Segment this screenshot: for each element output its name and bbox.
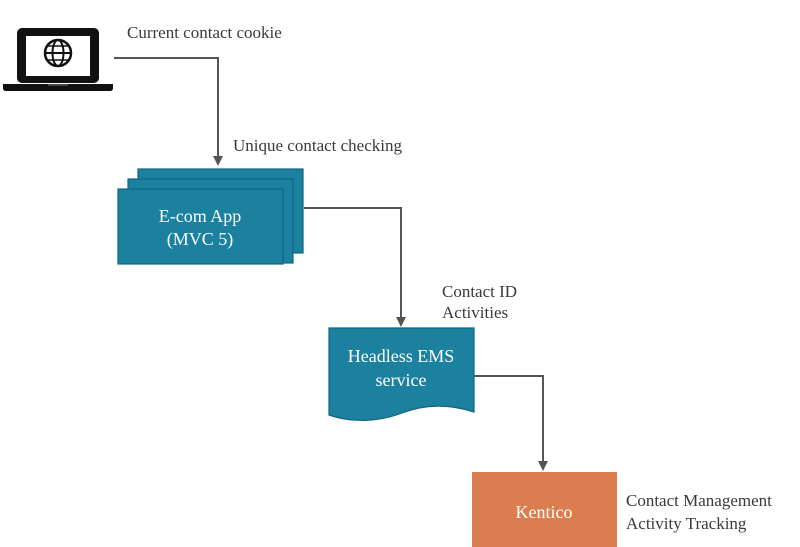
laptop-globe-icon <box>3 28 113 91</box>
ecom-app-node: E-com App (MVC 5) <box>117 168 304 265</box>
headless-ems-title: Headless EMS <box>348 346 455 366</box>
connector-ecom-to-ems <box>304 207 406 327</box>
ecom-app-title: E-com App <box>159 206 242 226</box>
headless-ems-node: Headless EMS service <box>328 327 475 422</box>
connector-laptop-to-ecom <box>114 57 223 166</box>
ecom-app-subtitle: (MVC 5) <box>167 229 234 250</box>
label-current-contact-cookie: Current contact cookie <box>127 23 282 42</box>
label-contact-management: Contact Management <box>626 491 772 510</box>
connector-ems-to-kentico <box>474 375 548 471</box>
label-activities: Activities <box>442 303 508 322</box>
globe-icon <box>43 38 73 68</box>
kentico-node: Kentico <box>472 472 617 547</box>
kentico-label: Kentico <box>516 502 573 522</box>
headless-ems-subtitle: service <box>376 370 427 390</box>
label-unique-contact-checking: Unique contact checking <box>233 136 402 155</box>
label-contact-id: Contact ID <box>442 282 517 301</box>
label-activity-tracking: Activity Tracking <box>626 514 747 533</box>
